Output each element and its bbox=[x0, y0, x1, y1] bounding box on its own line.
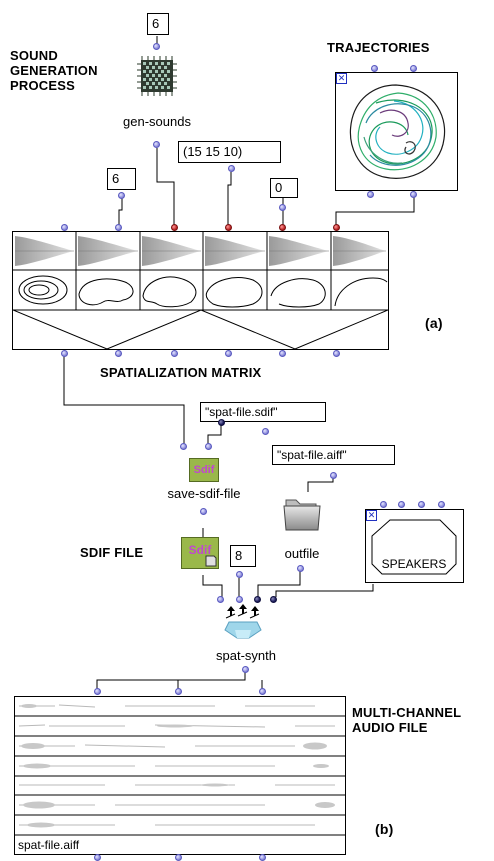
matrix-input-5[interactable] bbox=[279, 224, 286, 231]
matrix-output-4[interactable] bbox=[225, 350, 232, 357]
zero-value-output[interactable] bbox=[279, 204, 286, 211]
speakers-editor[interactable]: ✕ SPEAKERS bbox=[365, 509, 464, 583]
list-value-box[interactable]: (15 15 10) bbox=[178, 141, 281, 163]
matrix-input-4[interactable] bbox=[225, 224, 232, 231]
sound-generation-label: SOUND GENERATION PROCESS bbox=[10, 48, 98, 93]
speakers-input-1[interactable] bbox=[380, 501, 387, 508]
spat-synth-icon[interactable] bbox=[223, 604, 269, 646]
eight-value-box[interactable]: 8 bbox=[230, 545, 256, 567]
six-value-output[interactable] bbox=[118, 192, 125, 199]
speakers-input-3[interactable] bbox=[418, 501, 425, 508]
spat-synth-output[interactable] bbox=[242, 666, 249, 673]
matrix-input-6[interactable] bbox=[333, 224, 340, 231]
spat-synth-label: spat-synth bbox=[216, 648, 276, 663]
sdif-file-label: SDIF FILE bbox=[80, 545, 144, 560]
sdif-filename-box[interactable]: "spat-file.sdif" bbox=[200, 402, 326, 422]
trajectory-curves bbox=[349, 84, 446, 179]
multichannel-audio-view[interactable]: spat-file.aiff bbox=[14, 696, 346, 855]
gen-sounds-icon[interactable] bbox=[137, 50, 177, 98]
matrix-output-1[interactable] bbox=[61, 350, 68, 357]
audio-output-1[interactable] bbox=[94, 854, 101, 861]
matrix-input-2[interactable] bbox=[115, 224, 122, 231]
matrix-cells bbox=[13, 232, 388, 349]
trajectories-input-1[interactable] bbox=[371, 65, 378, 72]
spat-synth-input-1[interactable] bbox=[217, 596, 224, 603]
save-sdif-label: save-sdif-file bbox=[167, 486, 241, 501]
six-value-box[interactable]: 6 bbox=[107, 168, 136, 190]
sdif-filename-output-2[interactable] bbox=[262, 428, 269, 435]
multichannel-label: MULTI-CHANNEL AUDIO FILE bbox=[352, 705, 462, 735]
trajectories-output-2[interactable] bbox=[410, 191, 417, 198]
audio-waveforms bbox=[15, 704, 345, 836]
speakers-input-2[interactable] bbox=[398, 501, 405, 508]
trajectories-input-2[interactable] bbox=[410, 65, 417, 72]
matrix-output-6[interactable] bbox=[333, 350, 340, 357]
trajectories-output-1[interactable] bbox=[367, 191, 374, 198]
speakers-output[interactable] bbox=[270, 596, 277, 603]
matrix-input-1[interactable] bbox=[61, 224, 68, 231]
matrix-output-2[interactable] bbox=[115, 350, 122, 357]
n-sounds-box[interactable]: 6 bbox=[147, 13, 169, 35]
close-icon[interactable]: ✕ bbox=[336, 73, 347, 84]
close-icon[interactable]: ✕ bbox=[366, 510, 377, 521]
spat-synth-input-3[interactable] bbox=[254, 596, 261, 603]
spatialization-matrix-label: SPATIALIZATION MATRIX bbox=[100, 365, 262, 380]
trajectories-label: TRAJECTORIES bbox=[327, 40, 430, 55]
audio-output-2[interactable] bbox=[175, 854, 182, 861]
sdif-filename-output[interactable] bbox=[218, 419, 225, 426]
audio-input-1[interactable] bbox=[94, 688, 101, 695]
audio-filename-label: spat-file.aiff bbox=[18, 838, 80, 852]
audio-input-2[interactable] bbox=[175, 688, 182, 695]
aiff-filename-box[interactable]: "spat-file.aiff" bbox=[272, 445, 395, 465]
figure-b-label: (b) bbox=[375, 821, 394, 837]
gen-sounds-input[interactable] bbox=[153, 43, 160, 50]
zero-value-box[interactable]: 0 bbox=[270, 178, 298, 198]
gen-sounds-label: gen-sounds bbox=[123, 114, 191, 129]
aiff-filename-output[interactable] bbox=[330, 472, 337, 479]
speaker-layout bbox=[371, 519, 457, 575]
matrix-output-5[interactable] bbox=[279, 350, 286, 357]
gen-sounds-output[interactable] bbox=[153, 141, 160, 148]
spat-synth-input-2[interactable] bbox=[236, 596, 243, 603]
folder-icon[interactable] bbox=[282, 494, 324, 534]
spatialization-matrix[interactable] bbox=[12, 231, 389, 350]
save-sdif-input-2[interactable] bbox=[205, 443, 212, 450]
outfile-label: outfile bbox=[284, 546, 320, 561]
save-sdif-output[interactable] bbox=[200, 508, 207, 515]
speakers-label: SPEAKERS bbox=[381, 557, 447, 571]
matrix-output-3[interactable] bbox=[171, 350, 178, 357]
sdif-file-icon[interactable]: Sdif bbox=[181, 537, 219, 569]
list-value-output[interactable] bbox=[228, 165, 235, 172]
matrix-input-3[interactable] bbox=[171, 224, 178, 231]
sdif-file-icon-text: Sdif bbox=[188, 543, 212, 557]
save-sdif-input-1[interactable] bbox=[180, 443, 187, 450]
outfile-output[interactable] bbox=[297, 565, 304, 572]
speakers-input-4[interactable] bbox=[438, 501, 445, 508]
audio-input-3[interactable] bbox=[259, 688, 266, 695]
eight-value-output[interactable] bbox=[236, 571, 243, 578]
save-sdif-icon[interactable]: Sdif bbox=[189, 458, 219, 482]
audio-output-3[interactable] bbox=[259, 854, 266, 861]
figure-a-label: (a) bbox=[425, 315, 443, 331]
trajectories-editor[interactable]: ✕ bbox=[335, 72, 458, 191]
